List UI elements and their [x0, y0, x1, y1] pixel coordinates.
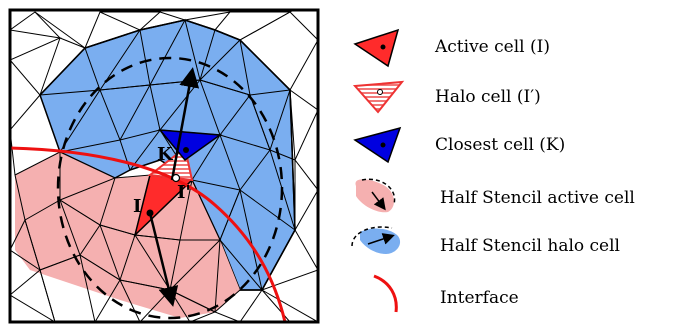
halo-cell-icon [352, 80, 405, 114]
legend-item-closest-cell: Closest cell (K) [353, 126, 565, 164]
interface-curve [10, 146, 287, 322]
legend-label-closest-cell: Closest cell (K) [435, 135, 565, 155]
legend-label-half-stencil-halo: Half Stencil halo cell [440, 236, 620, 256]
legend-label-interface: Interface [440, 288, 519, 308]
active-cell-center [146, 209, 154, 217]
active-cell-icon [353, 28, 400, 68]
legend-item-active-cell: Active cell (I) [353, 28, 550, 68]
legend-label-active-cell: Active cell (I) [434, 37, 550, 57]
domain-border [8, 8, 320, 324]
legend-item-halo-cell: Halo cell (I′) [352, 80, 541, 114]
mesh-domain [10, 11, 318, 322]
label-closest-cell: K [157, 144, 174, 165]
halo-cell-center [171, 173, 181, 183]
label-active-cell: I [133, 196, 141, 217]
closest-cell [158, 129, 223, 162]
arrow-to-active-stencil [148, 212, 179, 307]
closest-cell-icon [353, 126, 402, 164]
arrow-to-halo-stencil [170, 67, 200, 181]
legend-label-halo-cell: Halo cell (I′) [435, 87, 541, 107]
half-stencil-halo-icon [360, 228, 401, 254]
stencil-radius-circle [56, 56, 284, 320]
legend: Active cell (I) Halo cell (I′) Closest c… [351, 28, 635, 313]
label-halo-cell: I' [177, 182, 191, 203]
interface-icon [373, 274, 398, 313]
legend-item-interface: Interface [373, 274, 519, 313]
closest-cell-center [183, 147, 189, 153]
legend-item-half-stencil-halo: Half Stencil halo cell [351, 226, 620, 256]
legend-item-half-stencil-active: Half Stencil active cell [355, 178, 635, 213]
legend-label-half-stencil-active: Half Stencil active cell [440, 188, 635, 208]
